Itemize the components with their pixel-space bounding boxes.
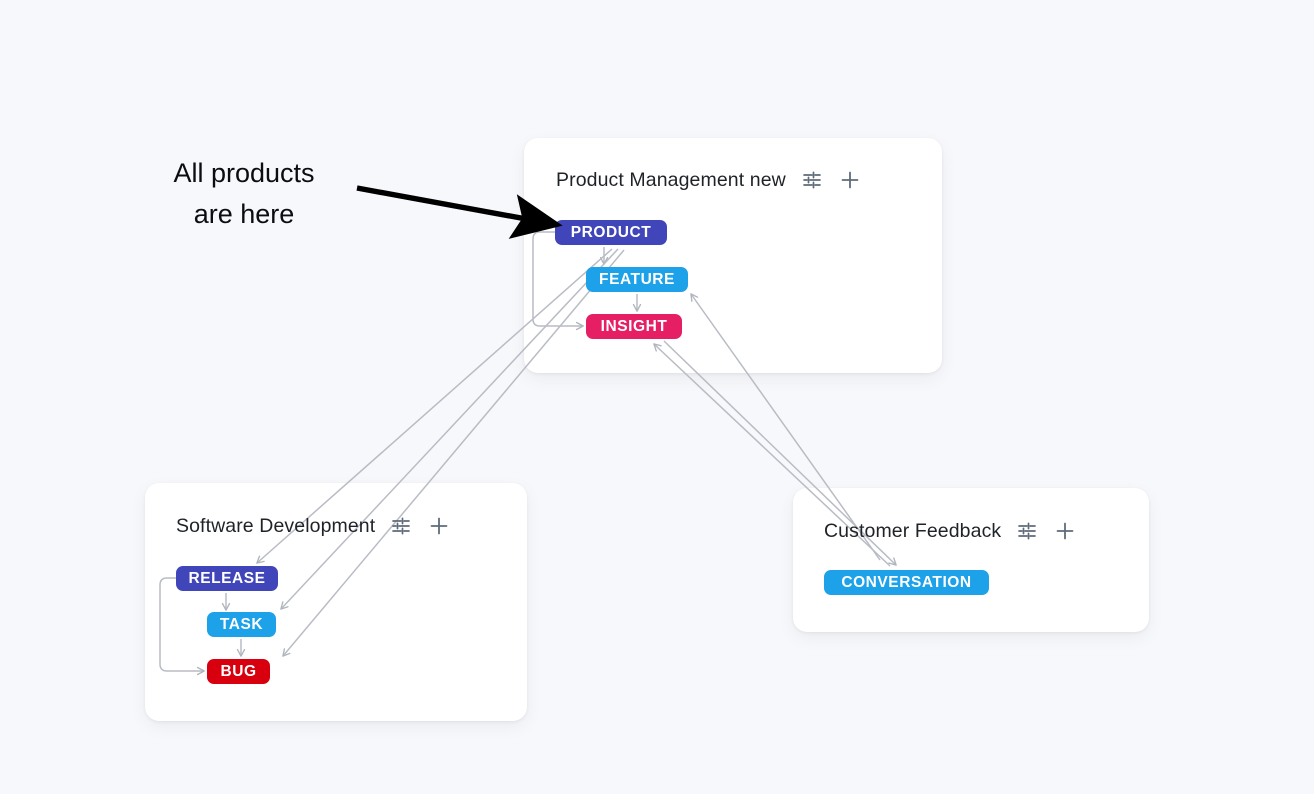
plus-icon[interactable] xyxy=(838,168,862,192)
node-insight[interactable]: INSIGHT xyxy=(586,314,682,339)
card-customer-feedback[interactable] xyxy=(793,488,1149,632)
node-feature[interactable]: FEATURE xyxy=(586,267,688,292)
header-actions xyxy=(800,168,862,192)
settings-sliders-icon[interactable] xyxy=(800,168,824,192)
node-release[interactable]: RELEASE xyxy=(176,566,278,591)
header-actions xyxy=(1015,519,1077,543)
plus-icon[interactable] xyxy=(427,514,451,538)
header-actions xyxy=(389,514,451,538)
settings-sliders-icon[interactable] xyxy=(389,514,413,538)
node-bug[interactable]: BUG xyxy=(207,659,270,684)
node-product[interactable]: PRODUCT xyxy=(555,220,667,245)
node-conversation[interactable]: CONVERSATION xyxy=(824,570,989,595)
header-product-management-new: Product Management new xyxy=(556,168,862,192)
card-title: Customer Feedback xyxy=(824,519,1002,542)
settings-sliders-icon[interactable] xyxy=(1015,519,1039,543)
header-software-development: Software Development xyxy=(176,514,451,538)
node-task[interactable]: TASK xyxy=(207,612,276,637)
card-title: Software Development xyxy=(176,514,376,537)
header-customer-feedback: Customer Feedback xyxy=(824,519,1077,543)
card-title: Product Management new xyxy=(556,168,786,191)
plus-icon[interactable] xyxy=(1053,519,1077,543)
annotation-label: All products are here xyxy=(173,158,315,230)
